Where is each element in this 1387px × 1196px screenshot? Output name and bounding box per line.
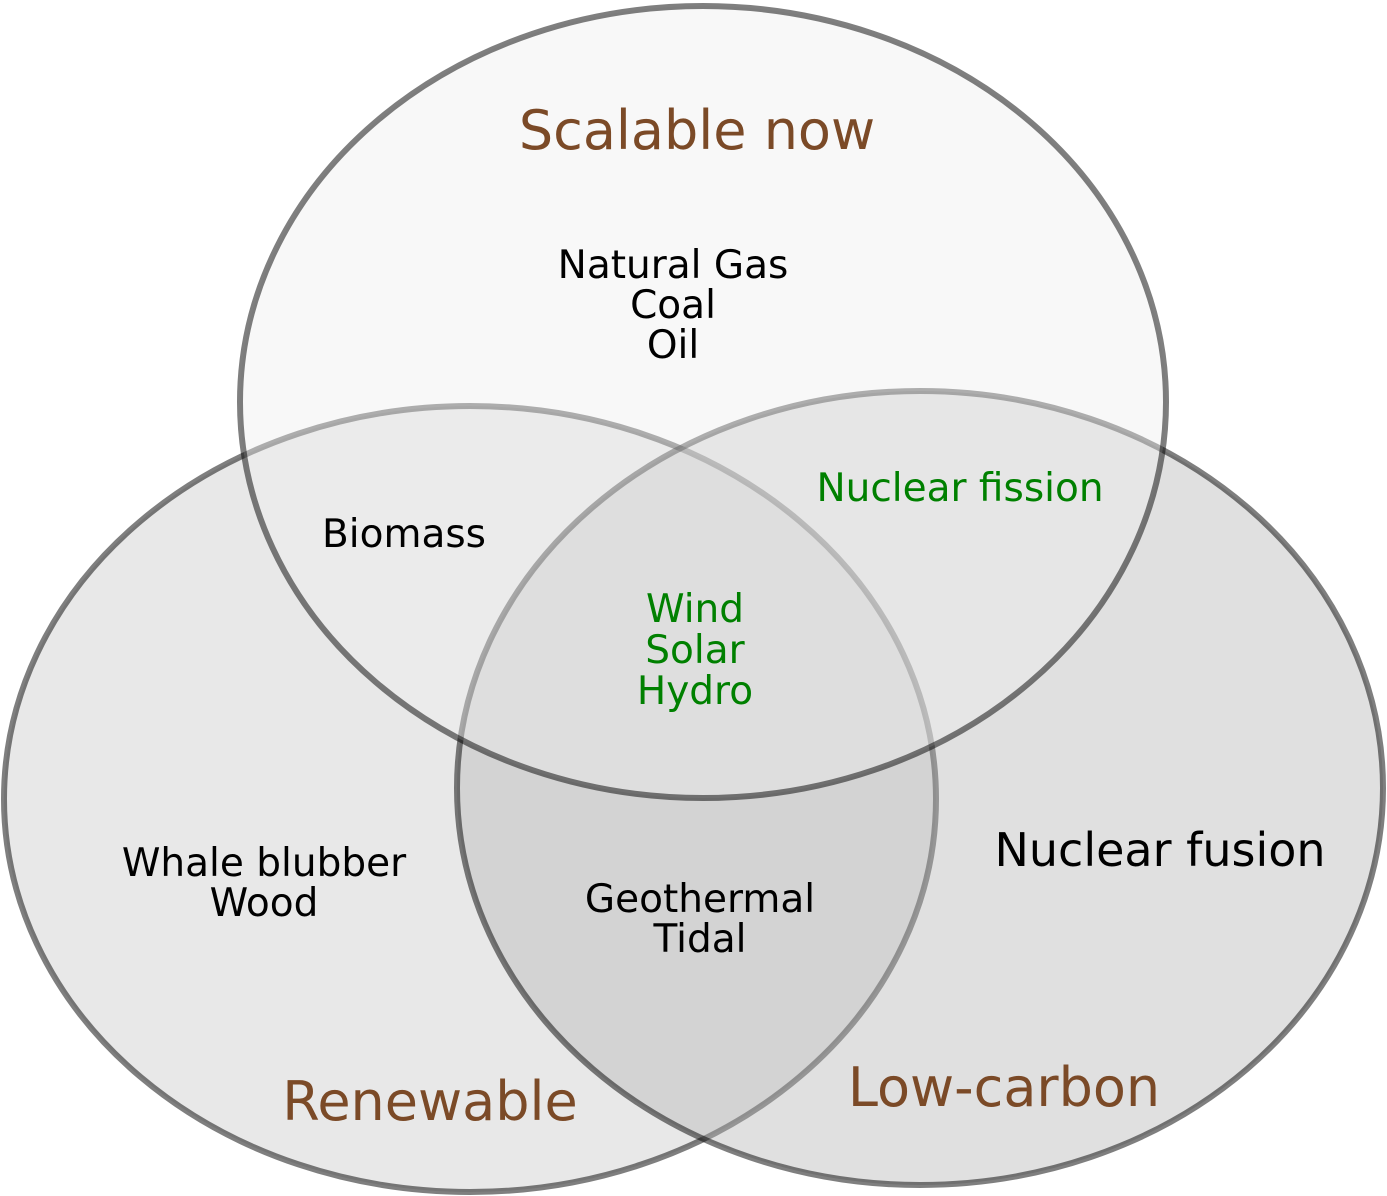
- item-biomass: Biomass: [322, 512, 486, 557]
- low-carbon-label: Low-carbon: [848, 1056, 1160, 1119]
- item-whale-blubber: Whale blubber: [122, 841, 407, 886]
- item-tidal: Tidal: [653, 917, 747, 962]
- item-solar: Solar: [645, 628, 745, 673]
- item-hydro: Hydro: [637, 669, 753, 714]
- item-wood: Wood: [210, 881, 319, 926]
- scalable-now-set-circle: [237, 3, 1169, 801]
- item-nuclear-fusion: Nuclear fusion: [994, 823, 1325, 877]
- item-nuclear-fission: Nuclear fission: [816, 466, 1103, 511]
- item-wind: Wind: [646, 587, 744, 632]
- scalable-now-label: Scalable now: [519, 99, 875, 162]
- renewable-label: Renewable: [282, 1070, 578, 1133]
- item-geothermal: Geothermal: [585, 877, 815, 922]
- item-coal: Coal: [630, 283, 716, 328]
- item-natural-gas: Natural Gas: [558, 243, 789, 288]
- renewable-set-circle: [1, 403, 939, 1195]
- item-oil: Oil: [647, 323, 699, 368]
- low-carbon-set-circle: [454, 388, 1386, 1188]
